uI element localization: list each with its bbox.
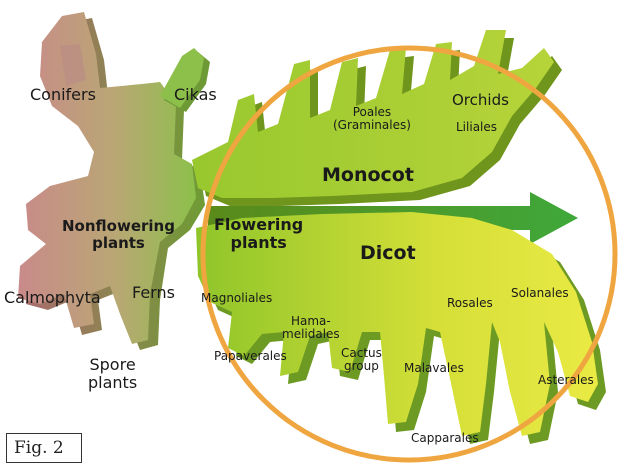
label-hamamelidales-line2: melidales xyxy=(282,328,340,341)
figure-caption-box: Fig. 2 xyxy=(6,433,82,463)
label-liliales: Liliales xyxy=(456,121,497,134)
label-poales-line1: Poales xyxy=(333,106,411,119)
label-rosales: Rosales xyxy=(447,297,493,310)
label-flowering-line1: Flowering xyxy=(214,216,303,234)
label-asterales: Asterales xyxy=(538,374,594,387)
label-cikas: Cikas xyxy=(174,86,217,104)
label-poales: Poales (Graminales) xyxy=(333,106,411,133)
label-nonflowering-plants: Nonflowering plants xyxy=(62,218,175,252)
label-nonflowering-line2: plants xyxy=(62,235,175,252)
label-ferns: Ferns xyxy=(132,284,175,302)
label-papaverales: Papaverales xyxy=(214,350,287,363)
label-capparales: Capparales xyxy=(411,432,479,445)
label-monocot: Monocot xyxy=(322,165,414,186)
label-poales-line2: (Graminales) xyxy=(333,119,411,132)
label-spore-line2: plants xyxy=(88,374,137,392)
label-solanales: Solanales xyxy=(511,287,569,300)
label-cactus-line2: group xyxy=(341,360,382,373)
label-nonflowering-line1: Nonflowering xyxy=(62,218,175,235)
label-flowering-plants: Flowering plants xyxy=(214,216,303,252)
figure-label: Fig. 2 xyxy=(14,438,64,458)
label-spore-line1: Spore xyxy=(88,356,137,374)
label-flowering-line2: plants xyxy=(214,234,303,252)
label-hamamelidales-line1: Hama- xyxy=(282,315,340,328)
label-cactus-group: Cactus group xyxy=(341,347,382,374)
label-conifers: Conifers xyxy=(30,86,96,104)
label-orchids: Orchids xyxy=(452,92,509,109)
label-cactus-line1: Cactus xyxy=(341,347,382,360)
label-calmophyta: Calmophyta xyxy=(4,289,101,307)
label-hamamelidales: Hama- melidales xyxy=(282,315,340,342)
label-dicot: Dicot xyxy=(360,243,416,264)
label-malavales: Malavales xyxy=(404,362,464,375)
label-spore-plants: Spore plants xyxy=(88,356,137,392)
label-magnoliales: Magnoliales xyxy=(201,292,272,305)
